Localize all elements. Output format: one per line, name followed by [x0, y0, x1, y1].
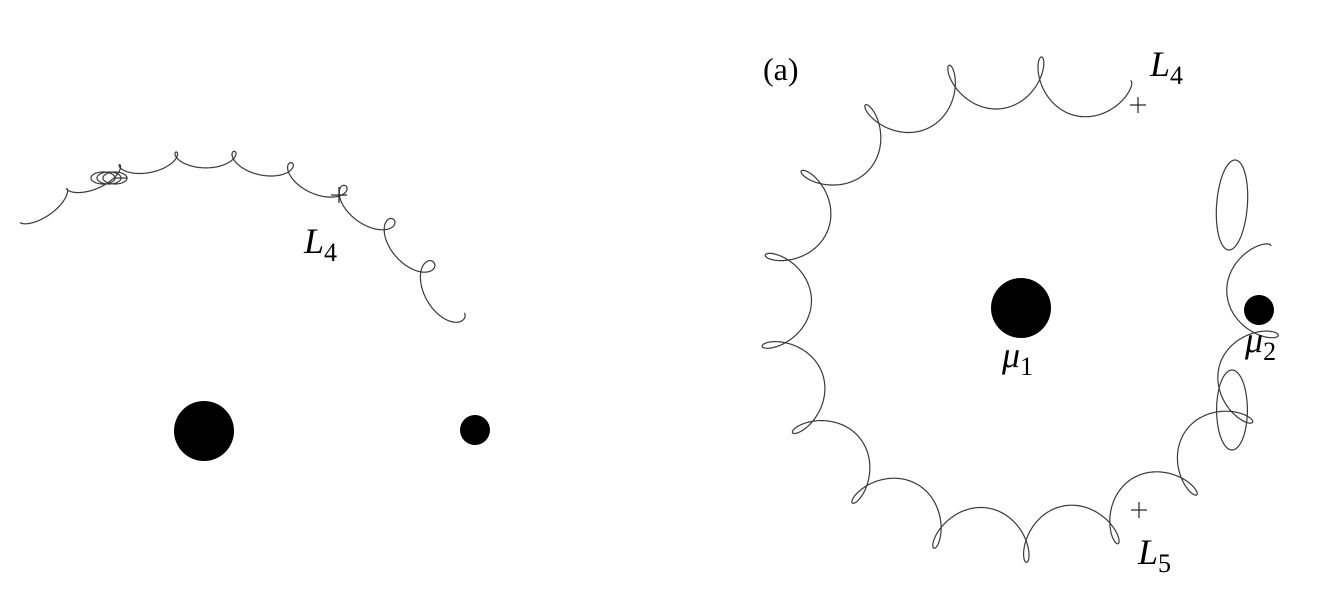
right-horseshoe-orbit [761, 56, 1279, 563]
left-l4-label-main: L [303, 221, 324, 261]
mu1-label-sub: 1 [1020, 352, 1033, 381]
l5-label-sub: 5 [1158, 549, 1171, 578]
left-l4-label-sub: 4 [324, 238, 337, 267]
right-l4-label-sub: 4 [1170, 61, 1183, 90]
left-tadpole-orbit [19, 150, 466, 323]
right-l4-label: L4 [1149, 44, 1183, 90]
right-panel: (a) L4 L5 μ1 μ2 [761, 44, 1279, 578]
mu2-label-sub: 2 [1263, 337, 1276, 366]
left-panel: L4 [19, 150, 490, 461]
left-primary-mass [174, 401, 234, 461]
right-l4-label-main: L [1149, 44, 1170, 84]
mu2-label-main: μ [1244, 320, 1263, 360]
mu2-label: μ2 [1244, 320, 1276, 366]
l5-label-main: L [1137, 532, 1158, 572]
mu1-label-main: μ [1001, 335, 1020, 375]
secondary-mass-mu2 [1244, 295, 1274, 325]
l5-label: L5 [1137, 532, 1171, 578]
primary-mass-mu1 [991, 278, 1051, 338]
mu1-label: μ1 [1001, 335, 1033, 381]
left-l4-label: L4 [303, 221, 337, 267]
panel-tag: (a) [763, 51, 799, 87]
left-l4-marker [331, 187, 347, 203]
l5-marker [1131, 502, 1147, 518]
left-secondary-mass [460, 415, 490, 445]
right-l4-marker [1130, 97, 1146, 113]
